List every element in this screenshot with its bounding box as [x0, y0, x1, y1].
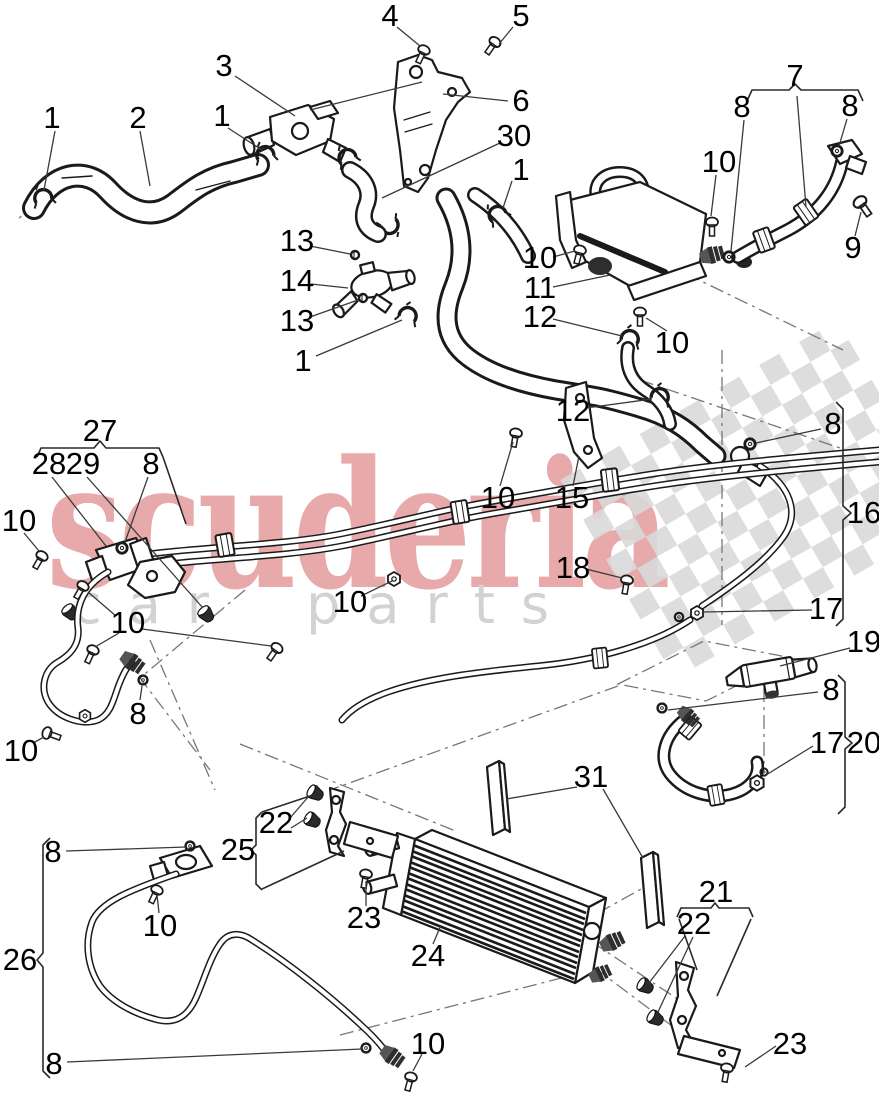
screw-23: [717, 1061, 735, 1084]
hose-2: [22, 153, 270, 225]
hose-12-link: [620, 341, 677, 431]
bolt-9: [850, 192, 876, 221]
pipe-16: [338, 445, 796, 724]
radiator-24: [361, 828, 627, 986]
grommet-22: [301, 809, 324, 831]
hose-30: [341, 161, 387, 243]
oil-cooler-11: [554, 165, 752, 302]
bracket-25: [324, 786, 400, 860]
grommet-22: [634, 975, 657, 997]
pipe-26: [84, 844, 407, 1070]
grommet-22: [644, 1007, 667, 1029]
bracket-21: [668, 960, 742, 1070]
hose-20: [657, 703, 765, 807]
leader-lines: [23, 26, 862, 1072]
grommet-22: [304, 782, 327, 804]
seal-8: [360, 1042, 372, 1054]
bracket-6: [392, 53, 472, 194]
group-brackets: [36, 83, 864, 1079]
rubber-strip-31: [485, 759, 666, 930]
hose-7: [731, 138, 868, 264]
seal-8: [137, 674, 149, 686]
seal-8: [656, 702, 668, 714]
pipe-lower-left: [40, 568, 147, 726]
valve-3: [242, 99, 348, 164]
grommet-29: [195, 603, 218, 626]
bracket-15: [562, 380, 604, 470]
hose-15: [435, 187, 727, 467]
pipe-assembly-27: [84, 446, 879, 600]
checkered-flag-watermark: [560, 320, 879, 680]
clip-13: [349, 249, 361, 261]
valve-19: [725, 656, 818, 699]
clip-13: [357, 292, 369, 304]
valve-14: [332, 261, 416, 319]
nut-17: [690, 605, 704, 621]
screw-5: [481, 33, 504, 58]
